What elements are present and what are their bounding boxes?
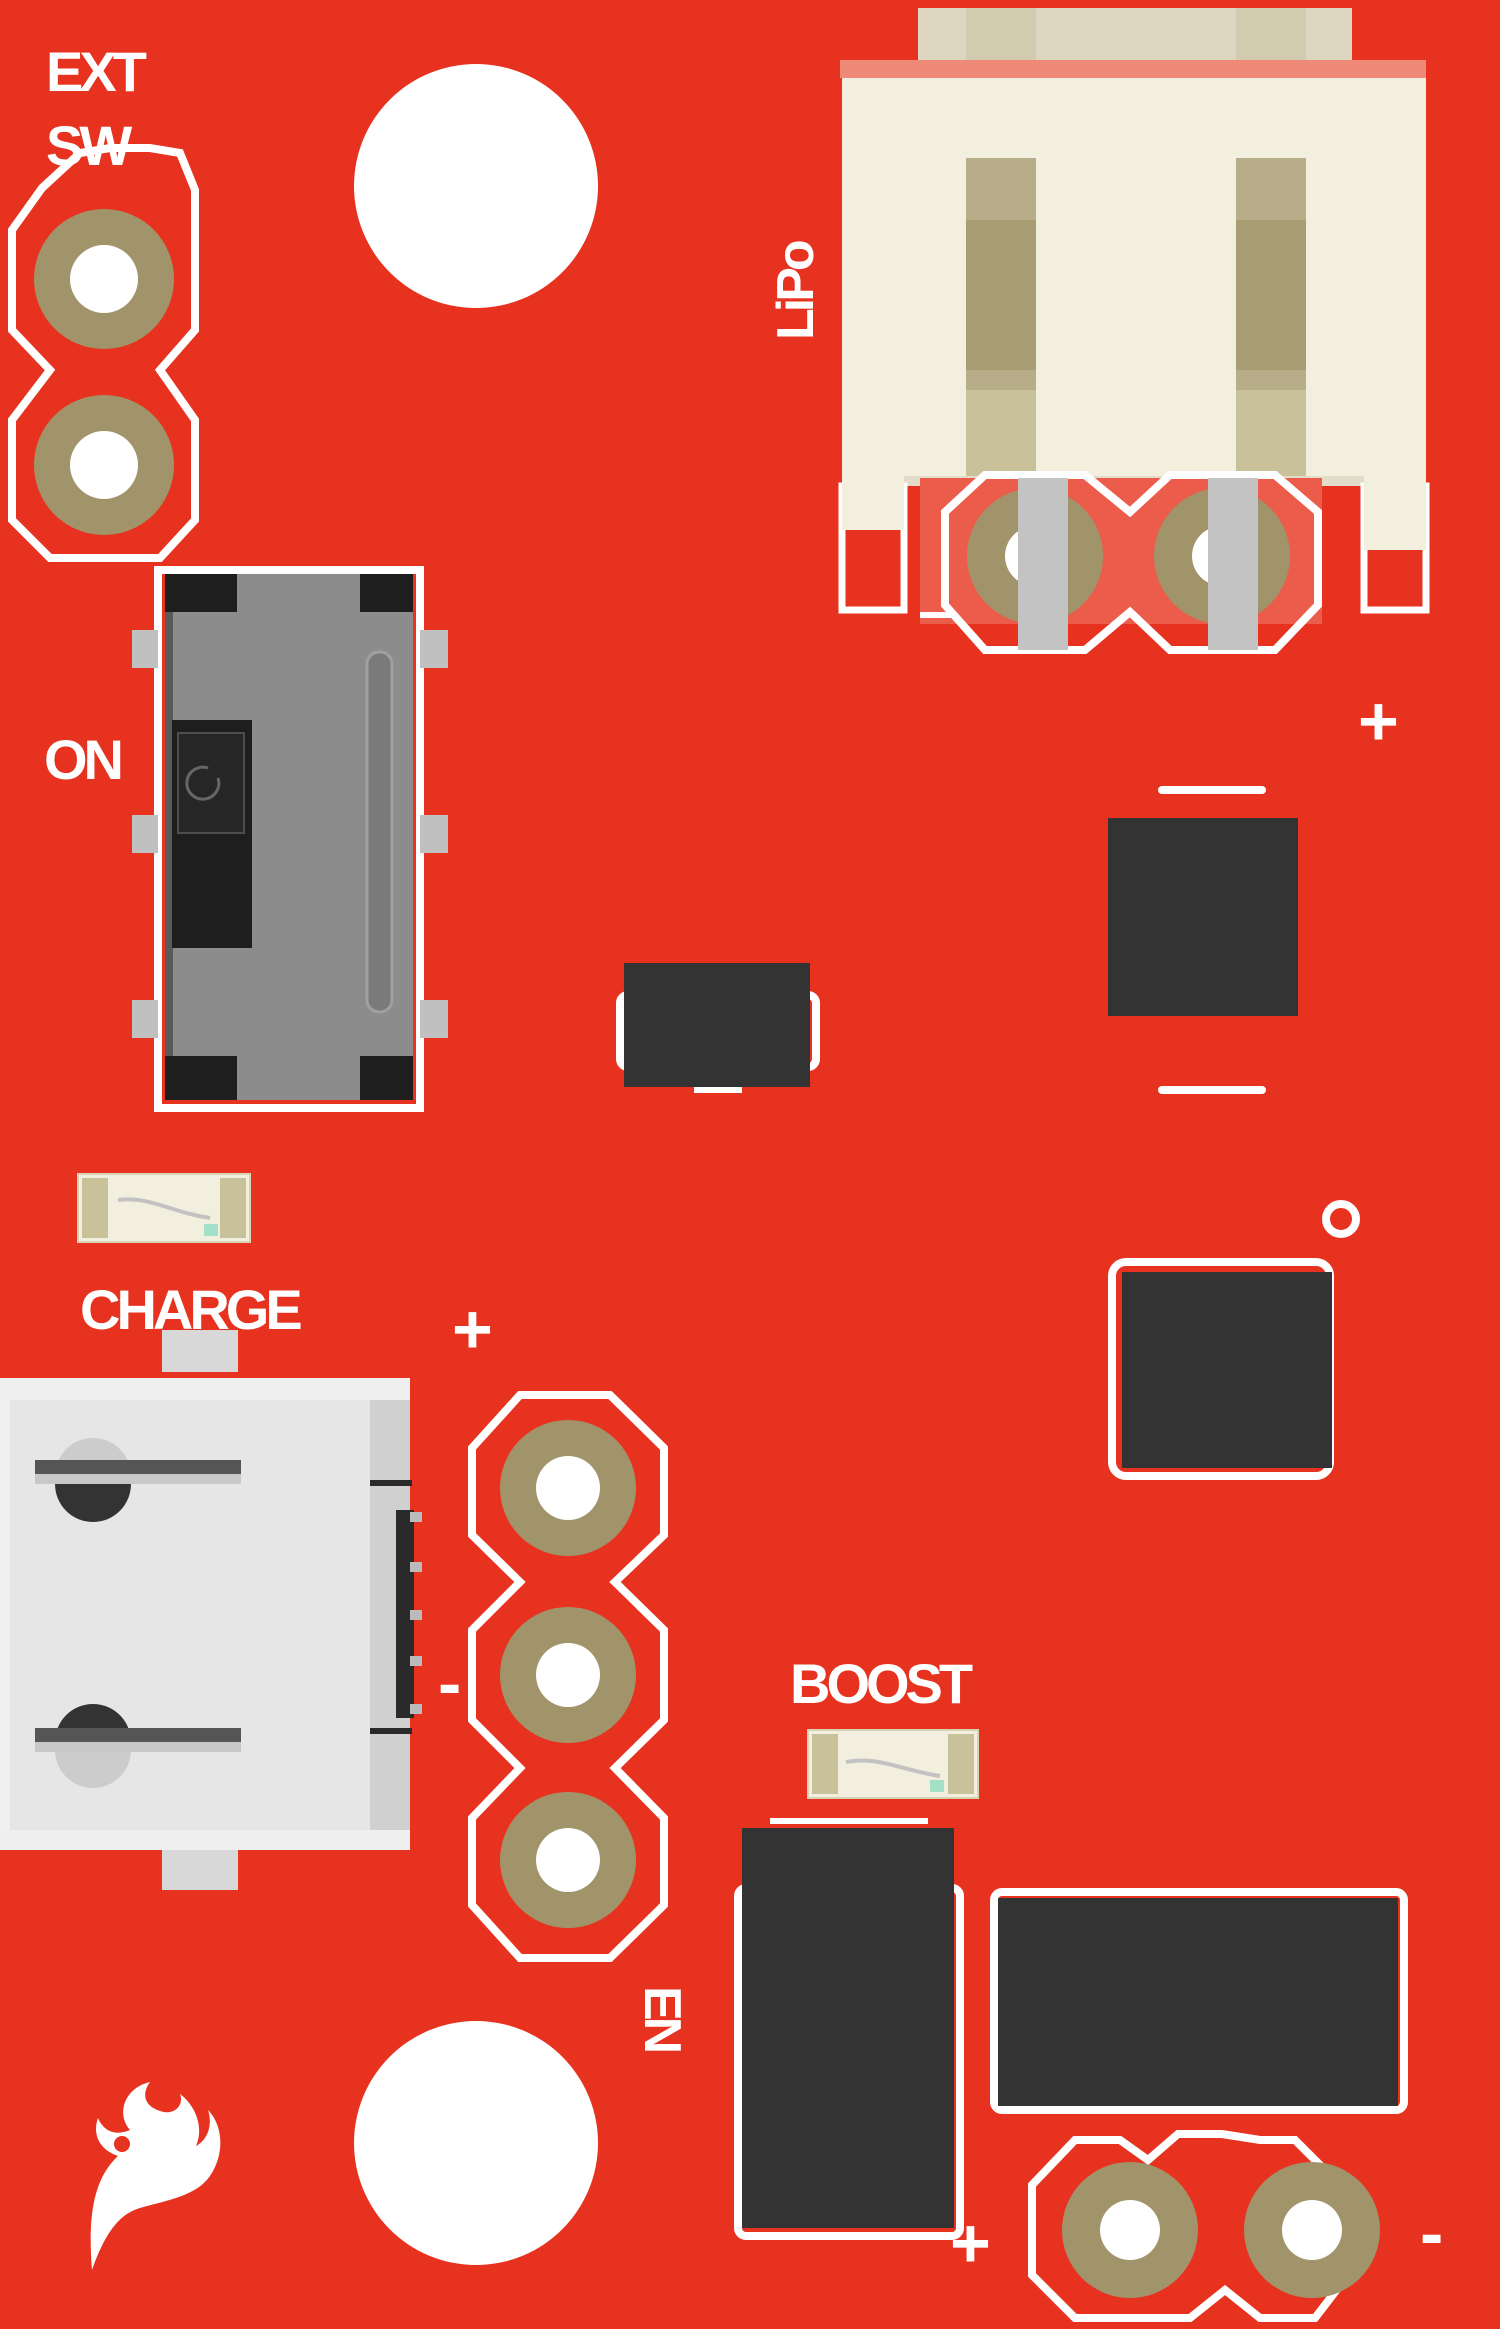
charge-led	[77, 1173, 251, 1243]
header-minus-label: -	[438, 1644, 461, 1722]
lipo-plus-label: +	[1358, 682, 1399, 760]
sw-label: SW	[46, 114, 132, 177]
output-header[interactable]	[468, 1391, 668, 1962]
usb-connector[interactable]	[0, 1330, 422, 1890]
boost-led	[807, 1729, 979, 1799]
boost-output-header[interactable]	[1028, 2130, 1380, 2322]
ext-sw-header[interactable]	[7, 144, 199, 562]
header-plus-label: +	[452, 1290, 493, 1368]
en-label: EN	[633, 1986, 691, 2051]
resistor	[616, 963, 820, 1093]
inductor-wide	[990, 1888, 1408, 2114]
ext-label: EXT	[46, 40, 147, 103]
boost-label: BOOST	[790, 1652, 973, 1715]
sparkfun-flame-icon	[90, 2082, 221, 2270]
jst-lipo-connector	[838, 8, 1430, 654]
lipo-label: LiPo	[767, 243, 825, 340]
slide-switch-knob[interactable]	[177, 732, 245, 834]
mounting-hole-top	[354, 64, 598, 308]
mounting-hole-bottom	[354, 2021, 598, 2265]
boost-output-minus-label: -	[1420, 2194, 1443, 2272]
charge-label: CHARGE	[80, 1278, 303, 1341]
boost-output-plus-label: +	[950, 2204, 991, 2282]
capacitor-tall	[734, 1818, 964, 2240]
on-label: ON	[44, 728, 124, 791]
slide-switch[interactable]	[132, 566, 448, 1112]
ic-chip-middle	[1108, 1200, 1360, 1480]
ic-chip-upper	[1108, 786, 1298, 1094]
